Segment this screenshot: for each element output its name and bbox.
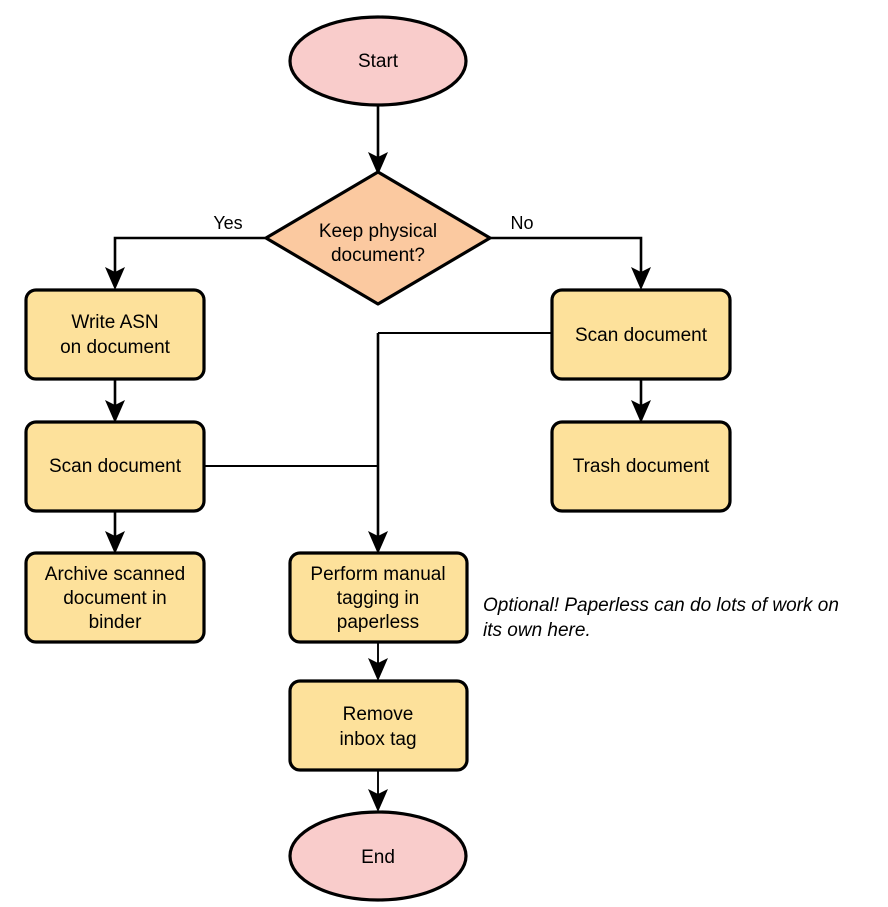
node-write-asn-label-line2: on document — [60, 337, 171, 358]
node-remove-inbox-label-line2: inbox tag — [339, 729, 416, 750]
edge-manual-tagging-to-remove-inbox — [368, 641, 388, 681]
edge-decision-no-to-scan-right — [490, 236, 651, 290]
node-scan-document-right[interactable]: Scan document — [550, 288, 732, 381]
node-end[interactable]: End — [288, 810, 468, 902]
optional-note-line1: Optional! Paperless can do lots of work … — [483, 595, 839, 616]
edge-scan-right-to-trash — [631, 379, 651, 423]
node-trash-document[interactable]: Trash document — [550, 420, 732, 513]
node-scan-document-left-label: Scan document — [49, 456, 182, 477]
node-archive-label-line1: Archive scanned — [45, 564, 185, 585]
node-archive-scanned-document[interactable]: Archive scanned document in binder — [24, 551, 206, 644]
edge-label-yes: Yes — [213, 213, 242, 233]
node-perform-manual-tagging[interactable]: Perform manual tagging in paperless — [288, 551, 469, 644]
node-archive-label-line2: document in — [63, 588, 167, 609]
node-decision-keep-physical-document[interactable]: Keep physical document? — [264, 170, 492, 306]
edge-merge-to-manual-tagging — [368, 333, 388, 554]
node-manual-tagging-label-line2: tagging in — [337, 588, 419, 609]
node-write-asn-on-document[interactable]: Write ASN on document — [24, 288, 206, 381]
node-manual-tagging-label-line3: paperless — [337, 612, 419, 633]
node-decision-label-line2: document? — [331, 245, 425, 266]
edge-scan-left-to-archive — [105, 511, 125, 554]
node-scan-document-left[interactable]: Scan document — [24, 420, 206, 513]
edge-remove-inbox-to-end — [368, 770, 388, 812]
edge-label-no: No — [510, 213, 533, 233]
node-write-asn-label-line1: Write ASN — [71, 312, 158, 333]
edge-start-to-decision — [368, 104, 388, 175]
node-end-label: End — [361, 847, 395, 868]
node-manual-tagging-label-line1: Perform manual — [310, 564, 445, 585]
node-remove-inbox-tag[interactable]: Remove inbox tag — [288, 679, 469, 772]
node-start[interactable]: Start — [288, 15, 468, 107]
annotation-optional-note: Optional! Paperless can do lots of work … — [483, 595, 839, 641]
edge-decision-yes-to-write-asn — [105, 236, 265, 290]
node-scan-document-right-label: Scan document — [575, 325, 708, 346]
node-remove-inbox-label-line1: Remove — [343, 704, 414, 725]
node-trash-document-label: Trash document — [573, 456, 710, 477]
node-decision-label-line1: Keep physical — [319, 221, 437, 242]
edge-write-asn-to-scan-left — [105, 379, 125, 423]
optional-note-line2: its own here. — [483, 620, 591, 641]
node-archive-label-line3: binder — [89, 612, 142, 633]
node-start-label: Start — [358, 51, 399, 72]
